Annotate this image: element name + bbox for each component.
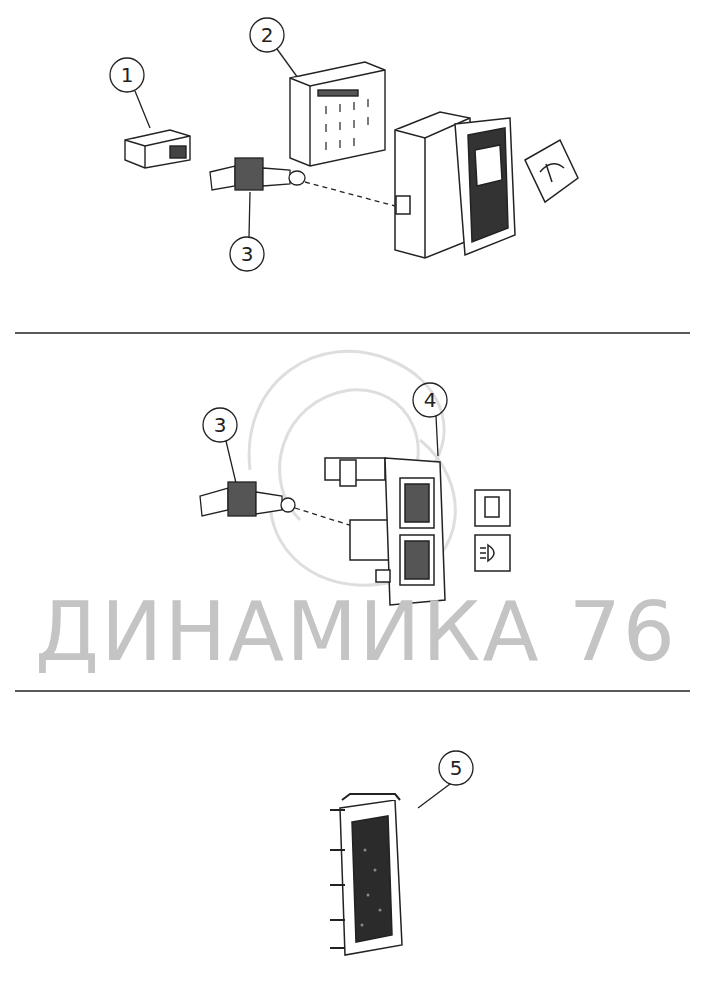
- wiper-icon: [525, 140, 578, 202]
- callout-number: 4: [424, 390, 437, 410]
- callout-number: 3: [241, 244, 254, 264]
- callout-number: 2: [261, 25, 274, 45]
- callout-number: 1: [121, 65, 134, 85]
- separator-lines: [15, 333, 690, 691]
- indicator-icons: [475, 490, 510, 571]
- callout-number: 3: [214, 415, 227, 435]
- callout-number: 5: [450, 758, 463, 778]
- watermark-text: ДИНАМИКА 76: [35, 591, 677, 673]
